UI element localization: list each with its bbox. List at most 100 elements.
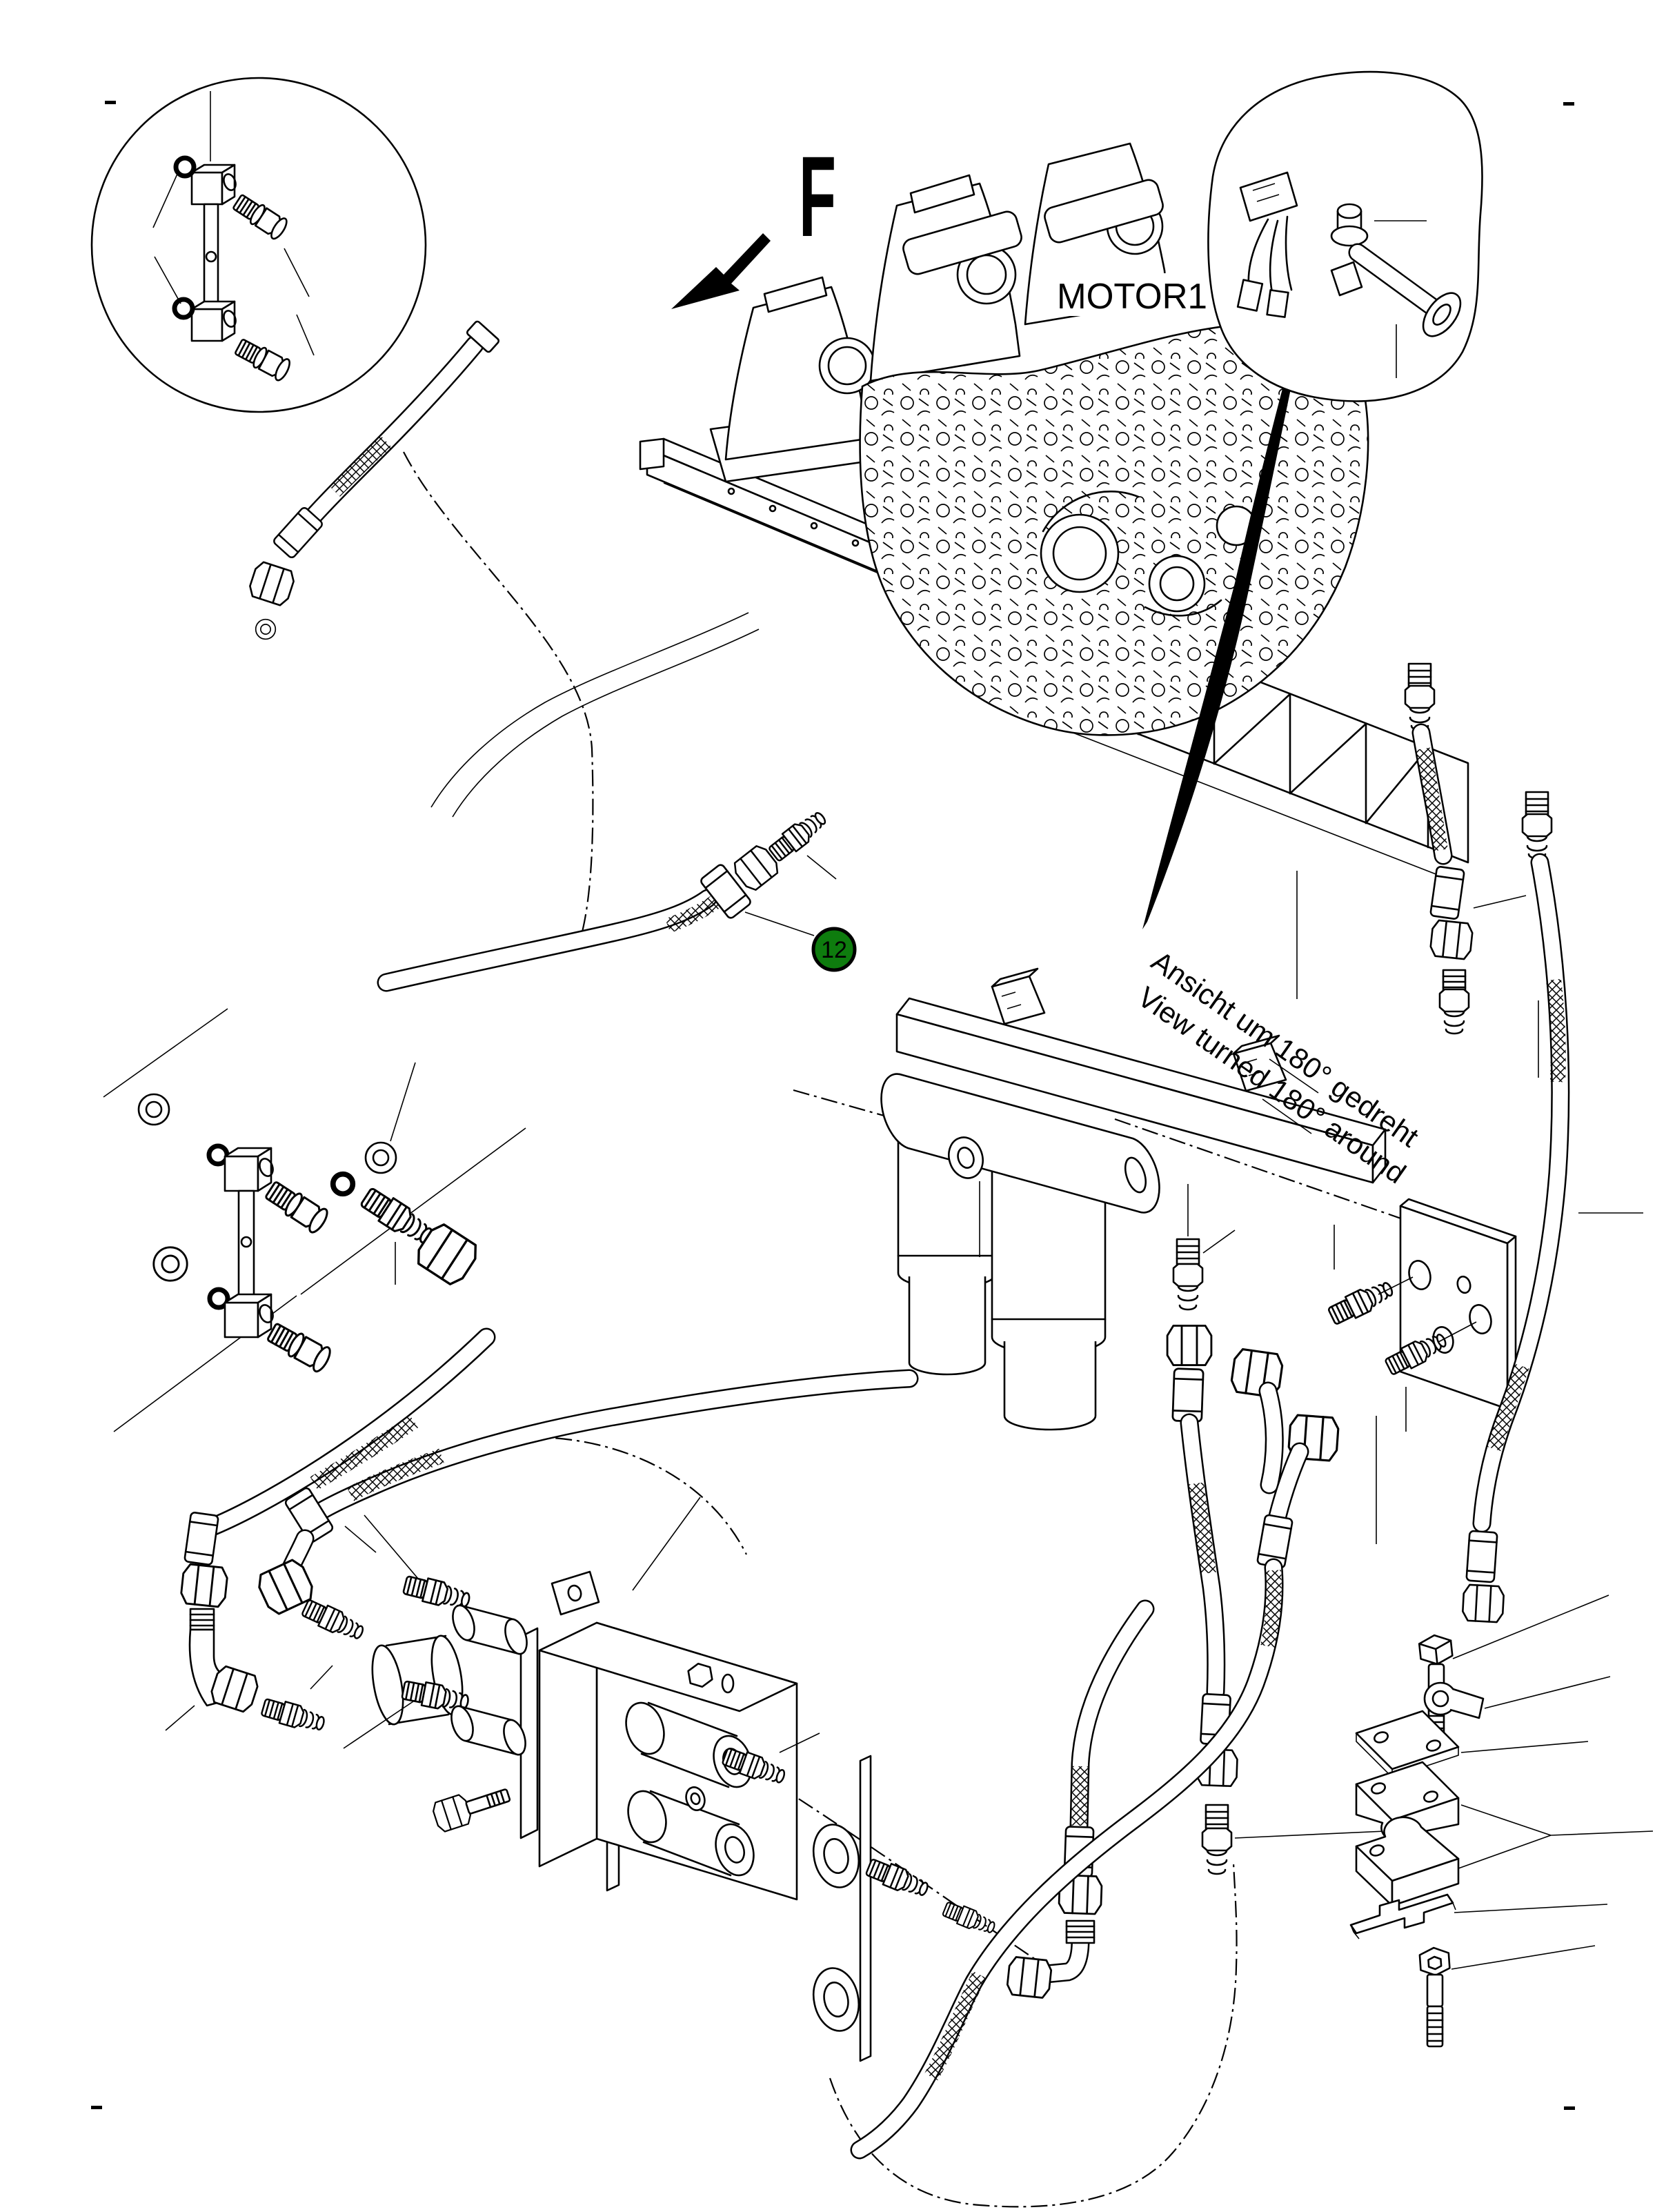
part-balloon-12[interactable]: 12: [811, 927, 857, 972]
cooler-mounting-plate: [519, 1627, 539, 1839]
corner-registration-marks: [91, 101, 1575, 2110]
leader-line: [1296, 871, 1539, 1078]
banjo-bolt: [264, 1319, 335, 1375]
wiring-bracket: [1236, 171, 1298, 318]
note-underline: [1262, 1058, 1319, 1134]
cooler-elbow-hose: [1005, 1599, 1155, 1999]
ring-washer: [812, 1824, 860, 1888]
hex-union-nut: [1461, 1583, 1505, 1623]
barb-fitting: [1172, 1238, 1204, 1311]
o-ring: [176, 158, 194, 176]
hex-union-nut: [411, 1219, 483, 1290]
hose-ferrule: [1465, 1530, 1498, 1583]
banjo-joint-assembly: [137, 1062, 483, 1375]
leader-line: [390, 1062, 416, 1285]
clamp-plate: [1355, 1710, 1460, 1779]
banjo-bolt: [232, 335, 294, 384]
inline-cylinder: [371, 1635, 464, 1726]
engine-block: [859, 179, 1369, 736]
ring-washer: [812, 1967, 860, 2032]
plate-coupler: [1325, 1276, 1397, 1328]
view-arrow-icon: [671, 233, 771, 309]
detail-circle-banjo-joint: [90, 77, 427, 413]
barb-fitting: [1521, 791, 1553, 860]
straight-union-fitting: [299, 1596, 368, 1645]
leader-line: [1187, 1184, 1236, 1254]
leader-line: [152, 172, 315, 356]
cooler-manifold-assembly: [343, 1497, 998, 2062]
hose-ferrule: [183, 1511, 220, 1566]
balloon-number: 12: [821, 937, 847, 963]
tab-washer: [1423, 1681, 1485, 1719]
corner-registration-mark: [1563, 102, 1574, 106]
straight-union-fitting: [940, 1899, 998, 1938]
priming-pump: [1330, 203, 1462, 378]
port-nipple: [450, 1705, 526, 1756]
right-hose-long: [1461, 791, 1643, 1623]
plate-elbow-hoses: [850, 1347, 1377, 2160]
hose-upper-left: [246, 320, 500, 640]
corner-registration-mark: [91, 2106, 102, 2109]
hose-to-cooler-left: [165, 1327, 496, 1736]
hex-union-nut: [1166, 1324, 1213, 1367]
filter-head: [880, 1073, 1160, 1257]
pipe-run: [430, 612, 760, 818]
port-nipple: [452, 1604, 528, 1655]
detail-circle-outline: [90, 77, 427, 413]
corner-registration-mark: [1564, 2106, 1575, 2110]
balloon-circle[interactable]: [811, 927, 857, 972]
view-letter: F: [799, 133, 836, 261]
barb-fitting: [1404, 662, 1436, 731]
leader-line: [1374, 220, 1427, 378]
leader-line: [744, 855, 837, 936]
motor1-label: MOTOR1: [1054, 273, 1213, 317]
hex-union-nut: [179, 1562, 230, 1609]
hex-bolt: [430, 1788, 511, 1834]
banjo-bolt: [261, 1177, 332, 1236]
banjo-bolt: [230, 190, 290, 242]
sealing-washer: [152, 1246, 188, 1282]
cooler-mounting-plate: [859, 1755, 872, 2062]
fork-spacer: [1349, 1893, 1456, 1939]
barb-fitting: [1438, 969, 1470, 1035]
elbow-fitting: [1005, 1919, 1096, 1999]
vertical-hose-chain: [1166, 1184, 1416, 1875]
hex-bolt-head: [687, 1662, 713, 1688]
o-ring: [333, 1174, 353, 1194]
motor1-label-text: MOTOR1: [1057, 277, 1207, 317]
port-boss: [627, 1790, 755, 1877]
straight-union-fitting: [259, 1695, 328, 1736]
leader-line: [1451, 1594, 1654, 1970]
detail-bubble-priming-pump: [1207, 70, 1483, 402]
straight-union-fitting: [766, 807, 831, 865]
leader-line: [1334, 1225, 1477, 1432]
port-boss: [685, 1786, 706, 1811]
pulley: [1148, 555, 1206, 613]
sealing-washer: [364, 1141, 397, 1174]
right-hose-upper: [1296, 662, 1539, 1078]
engine-assembly: MOTOR1 F: [639, 133, 1469, 885]
junction-block: [190, 164, 237, 342]
junction-block: [224, 1147, 274, 1339]
pipe-clamp-half: [1355, 1761, 1460, 1844]
hose-item-12: 12: [377, 807, 857, 992]
elbow-fitting: [188, 1608, 261, 1715]
leader-line: [343, 1497, 820, 1753]
clamp-hardware-stack: [1349, 1594, 1654, 2048]
twin-fuel-filter-assembly: [880, 967, 1387, 1431]
o-ring: [175, 299, 192, 317]
barb-fitting: [1201, 1804, 1233, 1875]
sealing-washer: [137, 1093, 170, 1126]
hose-cooler-return: [253, 1369, 919, 1645]
mounting-plate-assembly: [1325, 1198, 1517, 1432]
socket-head-stud: [1418, 1946, 1451, 2048]
pipe-clamp-half: [1355, 1816, 1460, 1907]
sealing-washer: [255, 618, 277, 640]
hex-union-nut: [246, 560, 297, 608]
hex-union-nut: [1429, 918, 1474, 961]
leader-line: [344, 1525, 377, 1553]
hose-ferrule: [1429, 865, 1466, 920]
pulley: [1040, 513, 1120, 593]
corner-registration-mark: [105, 101, 116, 104]
